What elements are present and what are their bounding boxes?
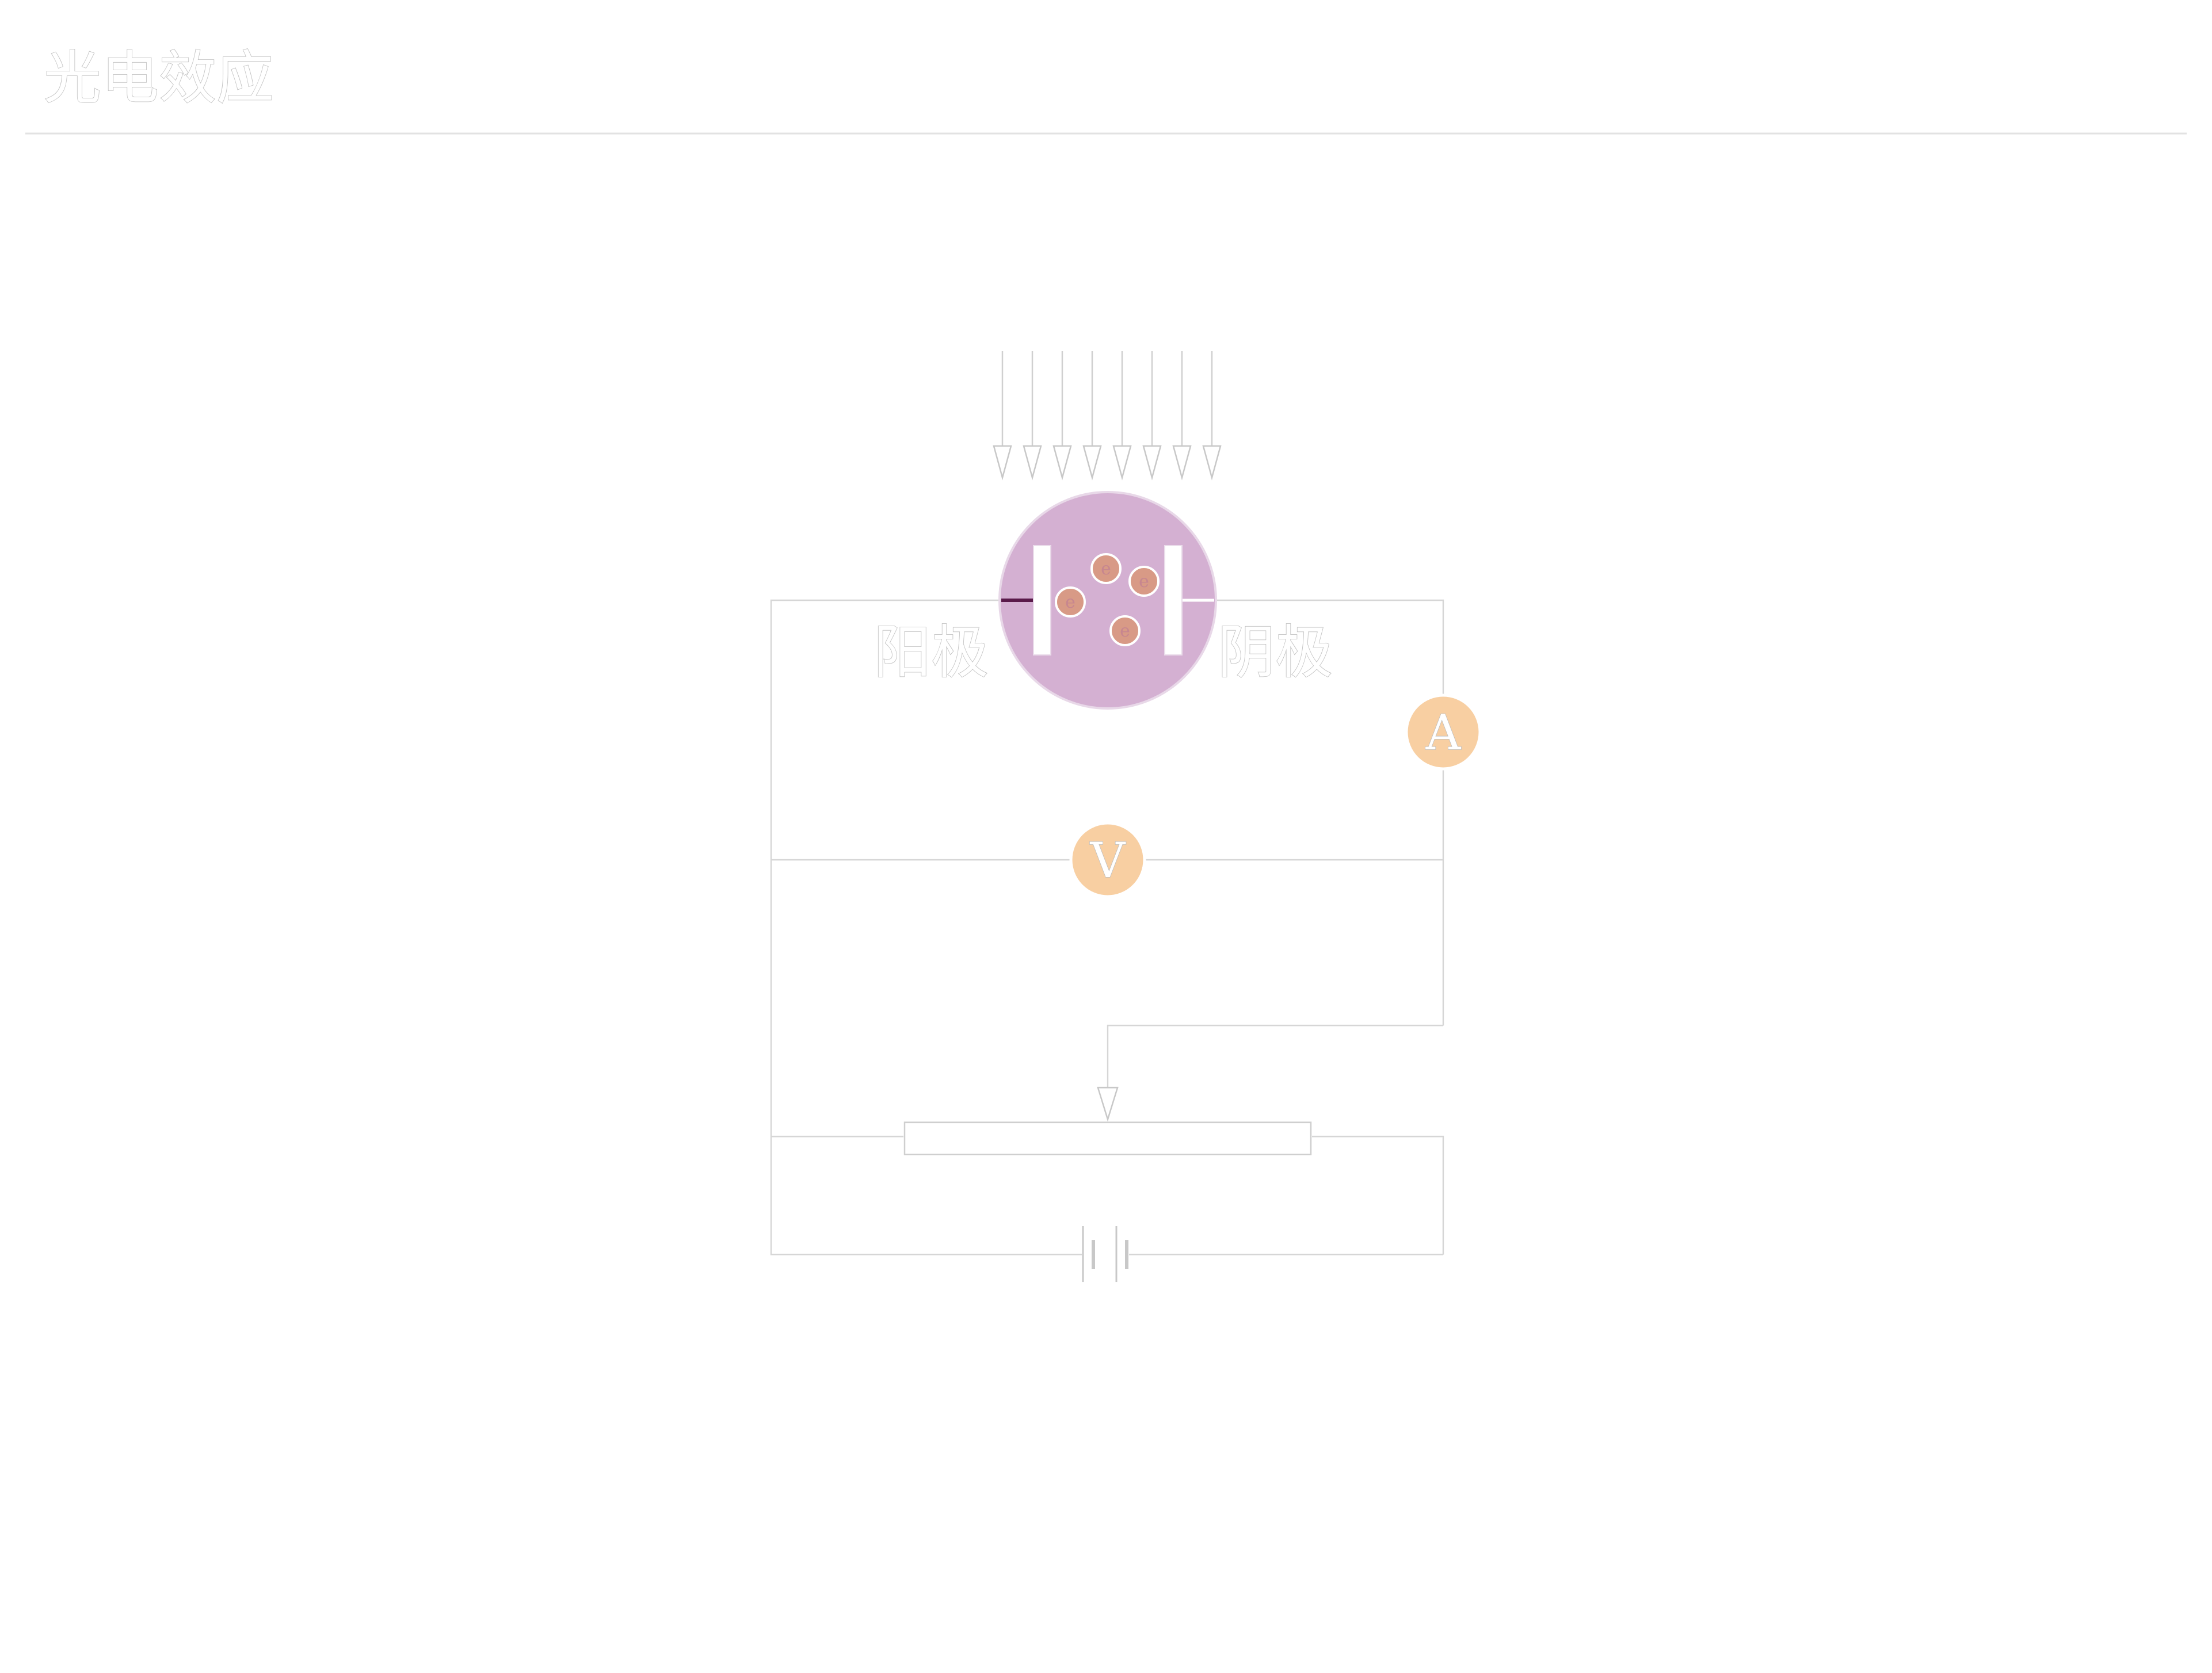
electron: e bbox=[1128, 566, 1160, 597]
light-ray-arrow bbox=[1023, 351, 1042, 481]
light-ray-arrow bbox=[1202, 351, 1222, 481]
voltmeter: V bbox=[1069, 821, 1146, 898]
svg-text:e: e bbox=[1065, 592, 1076, 612]
light-ray-arrow bbox=[1142, 351, 1162, 481]
incident-light-rays bbox=[993, 351, 1222, 481]
circuit-wires bbox=[770, 599, 1444, 1256]
wire-top-left bbox=[770, 599, 1001, 1137]
rheostat-slider-arrow bbox=[1097, 1087, 1119, 1122]
light-ray-arrow bbox=[1082, 351, 1102, 481]
svg-text:e: e bbox=[1139, 571, 1149, 592]
electron: e bbox=[1055, 586, 1086, 618]
wire-slider bbox=[1107, 1024, 1443, 1093]
phototube: e e e e bbox=[998, 491, 1217, 710]
battery bbox=[1082, 1226, 1128, 1282]
light-ray-arrow bbox=[1172, 351, 1192, 481]
wire-top-right bbox=[1176, 599, 1444, 703]
svg-text:e: e bbox=[1120, 621, 1130, 641]
svg-text:e: e bbox=[1101, 559, 1111, 579]
anode-label: 阳极 bbox=[874, 619, 989, 686]
light-ray-arrow bbox=[993, 351, 1012, 481]
anode-plate bbox=[1033, 545, 1051, 656]
wire-rheostat-right bbox=[1312, 1135, 1444, 1255]
phototube-envelope bbox=[998, 491, 1217, 710]
light-ray-arrow bbox=[1052, 351, 1072, 481]
electron: e bbox=[1090, 553, 1122, 584]
voltmeter-symbol: V bbox=[1090, 832, 1126, 889]
wire-battery-left bbox=[770, 1137, 1082, 1256]
cathode-plate bbox=[1164, 545, 1183, 656]
ammeter: A bbox=[1405, 693, 1482, 771]
rheostat bbox=[903, 1121, 1312, 1156]
ammeter-symbol: A bbox=[1425, 704, 1462, 761]
electron: e bbox=[1109, 615, 1141, 646]
cathode-label: 阴极 bbox=[1218, 619, 1333, 686]
page-title: 光电效应 bbox=[44, 44, 274, 112]
light-ray-arrow bbox=[1112, 351, 1132, 481]
